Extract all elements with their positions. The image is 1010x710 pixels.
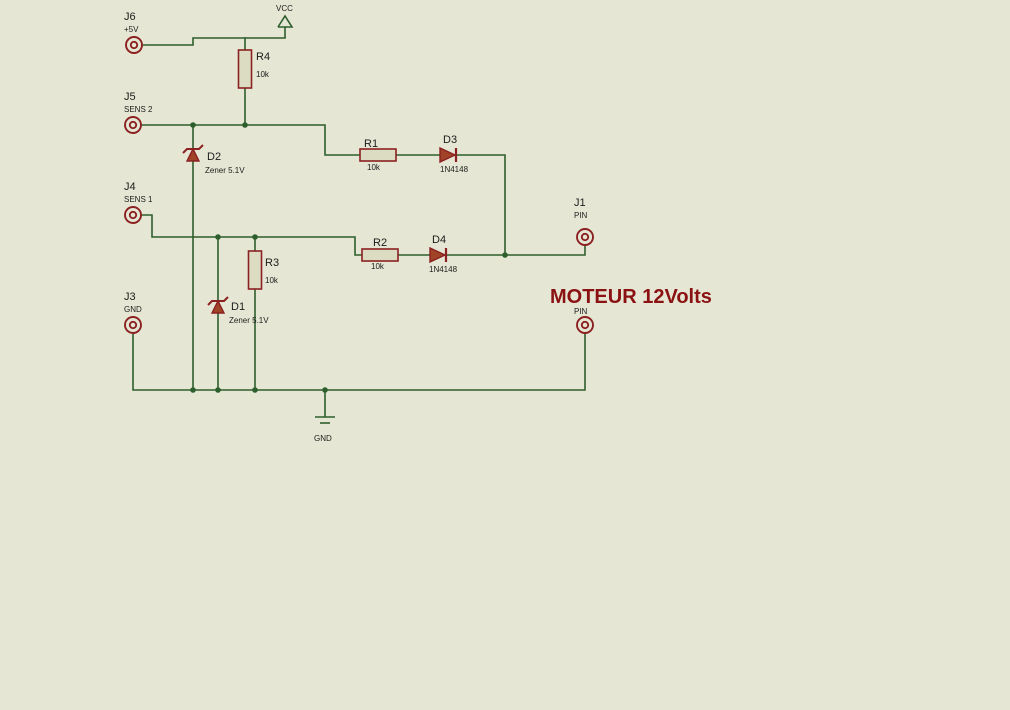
connector-pin2[interactable]: PIN	[574, 307, 594, 334]
diode-D1-zener[interactable]: D1 Zener 5.1V	[207, 296, 269, 325]
diode-value: 1N4148	[429, 265, 458, 274]
connector-ref: J5	[124, 91, 136, 103]
connector-ref: J6	[124, 11, 136, 23]
diode-triangle	[439, 146, 457, 164]
resistor-R3[interactable]: R3 10k	[247, 250, 280, 290]
motor-annotation[interactable]: MOTEUR 12Volts	[550, 286, 712, 308]
junction-dot	[252, 234, 258, 240]
zener-cathode-bar	[182, 144, 204, 154]
resistor-ref: R4	[256, 51, 270, 63]
wire-sens2-row[interactable]	[140, 124, 361, 156]
junction-dot	[502, 252, 508, 258]
junction-dot	[190, 122, 196, 128]
resistor-body	[247, 250, 263, 290]
connector-J4[interactable]: J4 SENS 1	[124, 181, 153, 224]
connector-J5[interactable]: J5 SENS 2	[124, 91, 153, 134]
gnd-label: GND	[314, 434, 332, 443]
zener-cathode-bar	[207, 296, 229, 306]
zener-triangle	[185, 147, 201, 162]
zener-triangle	[210, 299, 226, 314]
pin-inner-ring	[128, 320, 138, 330]
connector-value: PIN	[574, 211, 588, 220]
diode-value: Zener 5.1V	[205, 166, 245, 175]
junction-dot	[215, 387, 221, 393]
resistor-value: 10k	[371, 262, 385, 271]
resistor-R4[interactable]: R4 10k	[237, 49, 271, 89]
resistor-value: 10k	[256, 70, 270, 79]
connector-ref: J1	[574, 197, 586, 209]
connector-value: SENS 1	[124, 195, 153, 204]
resistor-body	[359, 148, 397, 162]
diode-triangle	[429, 246, 447, 264]
junction-dot	[252, 387, 258, 393]
diode-ref: D2	[207, 151, 221, 163]
pin-inner-ring	[129, 40, 139, 50]
vcc-arrow-icon	[277, 14, 294, 28]
connector-value: SENS 2	[124, 105, 153, 114]
diode-D3[interactable]: D3 1N4148	[439, 134, 469, 174]
diode-D4[interactable]: D4 1N4148	[429, 234, 458, 274]
vcc-terminal[interactable]: VCC	[276, 4, 294, 38]
connector-value: PIN	[574, 307, 588, 316]
gnd-terminal[interactable]: GND	[314, 390, 335, 443]
connector-ref: J4	[124, 181, 136, 193]
wire-vcc-rail[interactable]	[141, 37, 286, 46]
connector-J6[interactable]: J6 +5V	[124, 11, 143, 54]
diode-value: 1N4148	[440, 165, 469, 174]
junction-dot	[215, 234, 221, 240]
diode-D2-zener[interactable]: D2 Zener 5.1V	[182, 144, 245, 175]
pin-inner-ring	[128, 210, 138, 220]
diode-ref: D3	[443, 134, 457, 146]
resistor-R1[interactable]: R1 10k	[359, 138, 397, 172]
junction-dot	[190, 387, 196, 393]
wire-ground-rail[interactable]	[132, 332, 586, 391]
diode-ref: D4	[432, 234, 446, 246]
junction-dot	[242, 122, 248, 128]
resistor-ref: R3	[265, 257, 279, 269]
wire-d4-to-j1[interactable]	[445, 245, 586, 256]
resistor-body	[361, 248, 399, 262]
connector-value: +5V	[124, 25, 139, 34]
wire-d3-to-node[interactable]	[455, 154, 506, 256]
resistor-body	[237, 49, 253, 89]
pin-inner-ring	[128, 120, 138, 130]
resistor-ref: R1	[364, 138, 378, 150]
resistor-ref: R2	[373, 237, 387, 249]
connector-ref: J3	[124, 291, 136, 303]
pin-inner-ring	[580, 232, 590, 242]
diode-value: Zener 5.1V	[229, 316, 269, 325]
connector-J1[interactable]: J1 PIN	[574, 197, 594, 246]
resistor-value: 10k	[367, 163, 381, 172]
diode-ref: D1	[231, 301, 245, 313]
pin-inner-ring	[580, 320, 590, 330]
connector-value: GND	[124, 305, 142, 314]
vcc-label: VCC	[276, 4, 293, 13]
resistor-value: 10k	[265, 276, 279, 285]
connector-J3[interactable]: J3 GND	[124, 291, 142, 334]
resistor-R2[interactable]: R2 10k	[361, 237, 399, 271]
